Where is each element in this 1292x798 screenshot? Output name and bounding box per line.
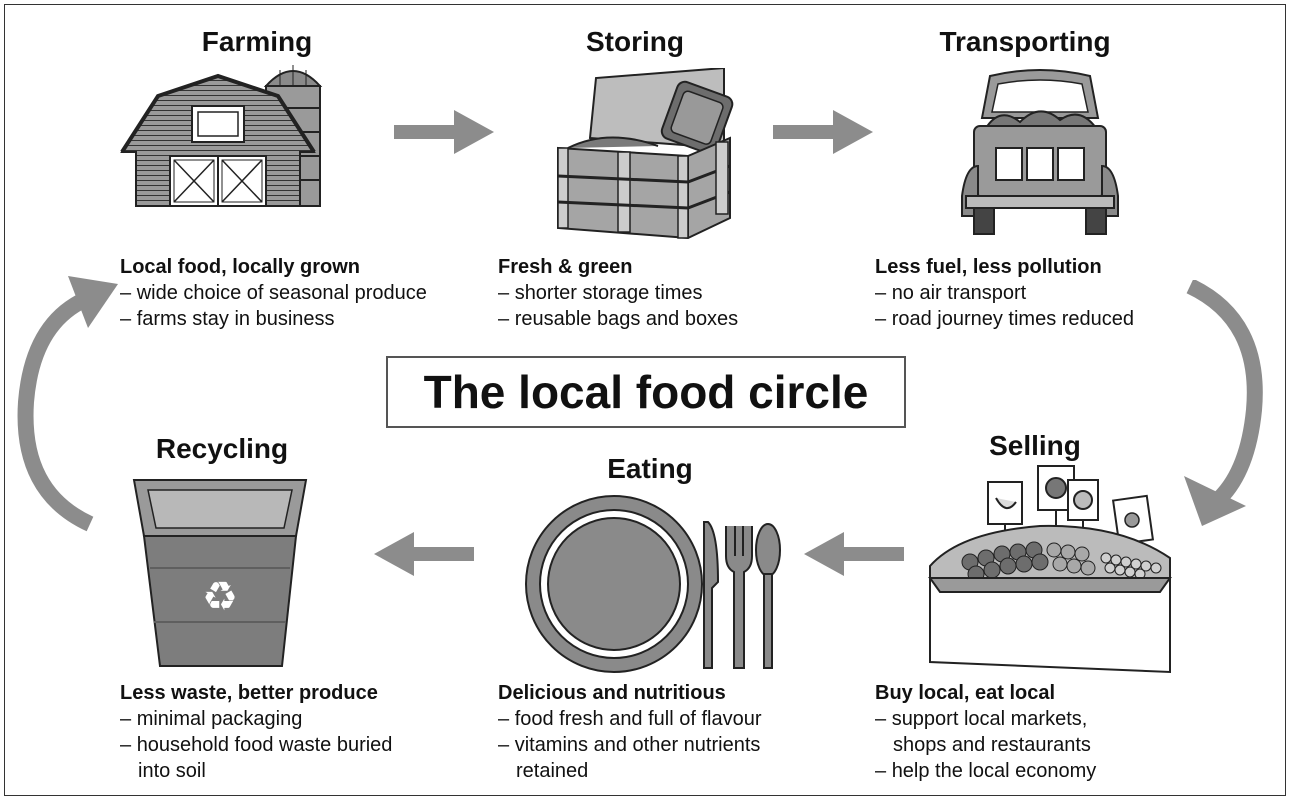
info-point: food fresh and full of flavour: [498, 706, 818, 732]
stage-title-farming: Farming: [201, 26, 313, 57]
recycle-bin-icon: ♻: [132, 479, 308, 667]
diagram-frame: [4, 4, 1286, 796]
arrow-selling-to-eating: [804, 532, 904, 576]
stage-title-transporting: Transporting: [939, 26, 1111, 57]
info-point: support local markets, shops and restaur…: [875, 706, 1135, 758]
info-point: reusable bags and boxes: [498, 306, 739, 332]
arrow-recycling-to-farming: [17, 276, 118, 532]
info-point: minimal packaging: [120, 706, 420, 732]
info-transporting: Less fuel, less pollution no air transpo…: [875, 254, 1134, 332]
info-point: help the local economy: [875, 758, 1135, 784]
market-stall-icon: [928, 465, 1172, 674]
info-point: vitamins and other nutrients retained: [498, 732, 818, 784]
arrow-farming-to-storing: [394, 110, 494, 154]
stage-title-selling: Selling: [989, 430, 1081, 461]
info-point: shorter storage times: [498, 280, 738, 306]
info-point: no air transport: [875, 280, 1134, 306]
svg-text:♻: ♻: [202, 574, 238, 620]
info-heading-selling: Buy local, eat local: [875, 682, 1056, 704]
arrow-storing-to-transporting: [773, 110, 873, 154]
crate-icon: [557, 68, 734, 240]
stage-title-storing: Storing: [586, 26, 684, 57]
info-point: household food waste buried into soil: [120, 732, 420, 784]
info-point: wide choice of seasonal produce: [120, 280, 427, 306]
info-recycling: Less waste, better produce minimal packa…: [120, 680, 420, 784]
info-heading-transporting: Less fuel, less pollution: [875, 256, 1102, 278]
arrow-eating-to-recycling: [374, 532, 474, 576]
plate-cutlery-icon: [525, 495, 781, 673]
stage-title-recycling: Recycling: [155, 433, 289, 464]
barn-icon: [120, 65, 323, 207]
info-heading-storing: Fresh & green: [498, 256, 633, 278]
info-heading-recycling: Less waste, better produce: [120, 682, 378, 704]
info-heading-eating: Delicious and nutritious: [498, 682, 726, 704]
info-point: farms stay in business: [120, 306, 427, 332]
arrow-transporting-to-selling: [1184, 280, 1263, 526]
info-storing: Fresh & green shorter storage times reus…: [498, 254, 738, 332]
truck-icon: [961, 69, 1119, 235]
info-point: road journey times reduced: [875, 306, 1134, 332]
info-selling: Buy local, eat local support local marke…: [875, 680, 1135, 784]
info-eating: Delicious and nutritious food fresh and …: [498, 680, 818, 784]
diagram-title: The local food circle: [386, 356, 906, 428]
info-farming: Local food, locally grown wide choice of…: [120, 254, 427, 332]
info-heading-farming: Local food, locally grown: [120, 256, 361, 278]
stage-title-eating: Eating: [607, 453, 693, 484]
